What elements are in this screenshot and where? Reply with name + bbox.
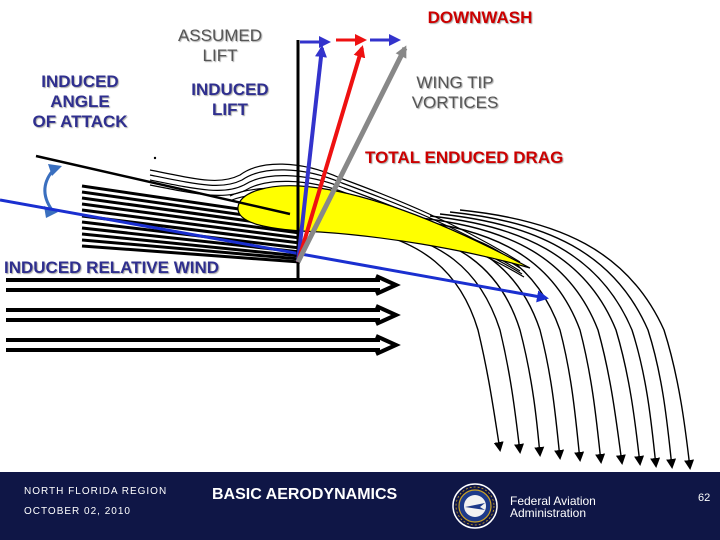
- small-dot: [153, 156, 157, 160]
- footer-title: BASIC AERODYNAMICS: [212, 486, 398, 503]
- footer-agency: Federal Aviation Administration: [510, 494, 596, 520]
- induced-relative-wind-label: INDUCED RELATIVE WIND: [4, 258, 220, 277]
- chord-line: [35, 154, 291, 216]
- total-lift-vector: [295, 45, 408, 264]
- footer-page-number: 62: [698, 492, 711, 504]
- induced-lift-vector: [296, 45, 366, 263]
- downwash-streamlines: [359, 209, 695, 470]
- induced-angle-label: INDUCED ANGLE OF ATTACK: [32, 72, 128, 131]
- induced-lift-label: INDUCED LIFT: [191, 80, 269, 119]
- footer-bar: NORTH FLORIDA REGION OCTOBER 02, 2010 BA…: [0, 472, 720, 540]
- angle-arrowhead-top: [48, 164, 62, 176]
- freestream-arrows: [6, 278, 380, 352]
- footer-region: NORTH FLORIDA REGION: [24, 486, 168, 497]
- faa-seal-icon: [452, 483, 498, 529]
- assumed-lift-vector: [296, 45, 327, 263]
- assumed-lift-label: ASSUMED LIFT: [177, 26, 263, 65]
- footer-date: OCTOBER 02, 2010: [24, 506, 131, 517]
- wing-tip-vortices-label: WING TIP VORTICES: [411, 73, 499, 112]
- downwash-label: DOWNWASH: [427, 8, 533, 27]
- total-induced-drag-label: TOTAL ENDUCED DRAG: [365, 148, 564, 167]
- freestream-arrowheads: [375, 274, 401, 356]
- induced-relative-wind-arrow: [0, 198, 549, 303]
